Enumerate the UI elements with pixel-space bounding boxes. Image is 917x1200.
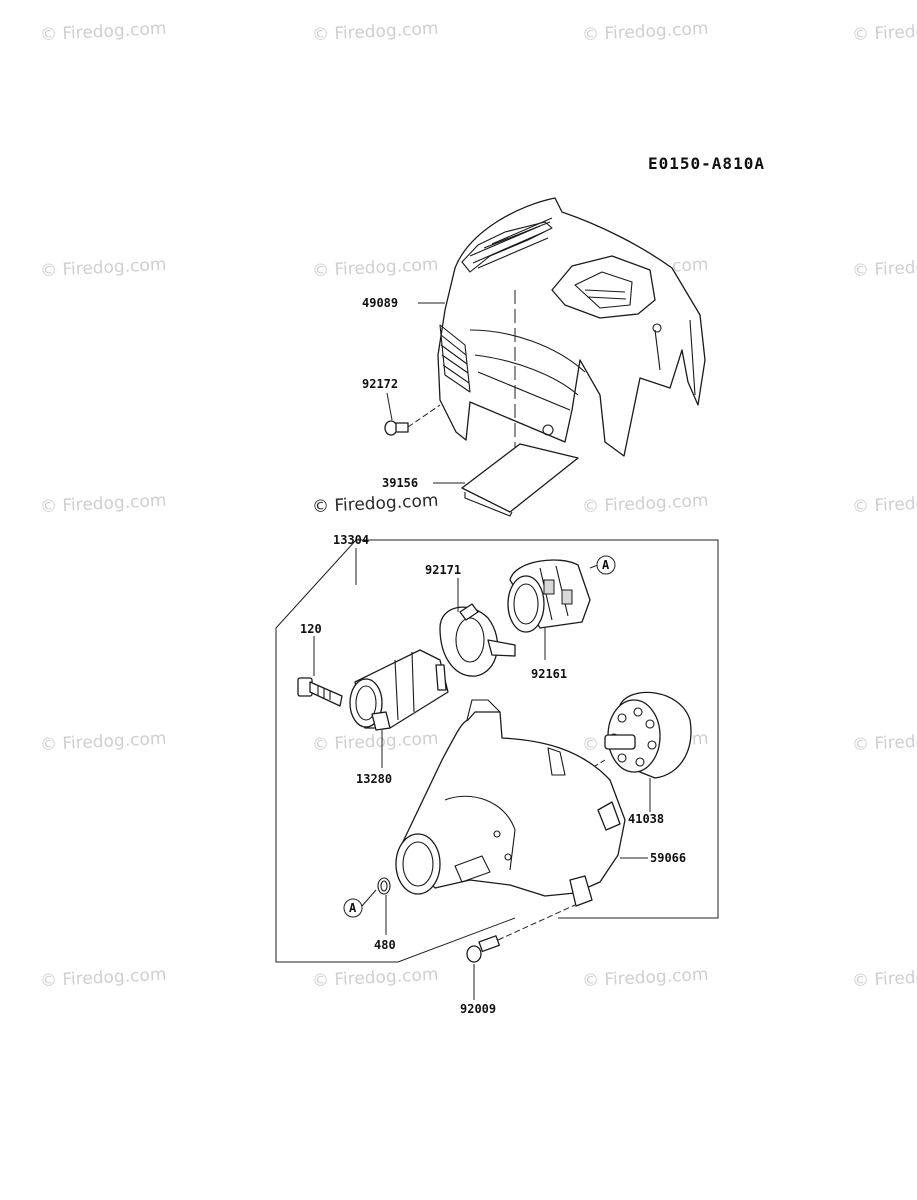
clip-480-part (377, 877, 391, 895)
bolt-120-part (297, 677, 343, 707)
part-label-39156: 39156 (382, 476, 418, 490)
leader-lines (313, 302, 651, 1000)
assembly-bracket-outline (275, 539, 719, 963)
svg-text:A: A (602, 558, 610, 572)
screw-92009-part (466, 904, 576, 963)
fan-housing-part (395, 699, 626, 907)
part-label-480: 480 (374, 938, 396, 952)
screw-92172-part (384, 404, 441, 436)
part-label-41038: 41038 (628, 812, 664, 826)
part-label-13280: 13280 (356, 772, 392, 786)
flywheel-part (579, 691, 692, 779)
part-label-59066: 59066 (650, 851, 686, 865)
svg-text:A: A (349, 901, 357, 915)
clutch-tube-part (349, 649, 449, 731)
part-label-92009: 92009 (460, 1002, 496, 1016)
reference-marker-a-bottom: A (343, 898, 363, 918)
filter-sponge-part (461, 443, 579, 517)
part-label-92172: 92172 (362, 377, 398, 391)
clutch-drum-part (507, 559, 591, 633)
part-label-49089: 49089 (362, 296, 398, 310)
diagram-code: E0150-A810A (648, 154, 765, 173)
part-label-92161: 92161 (531, 667, 567, 681)
part-label-120: 120 (300, 622, 322, 636)
part-label-13304: 13304 (333, 533, 369, 547)
reference-marker-a-top: A (596, 555, 616, 575)
retaining-ring-part (439, 603, 516, 677)
part-label-92171: 92171 (425, 563, 461, 577)
engine-cover-part (437, 197, 706, 475)
